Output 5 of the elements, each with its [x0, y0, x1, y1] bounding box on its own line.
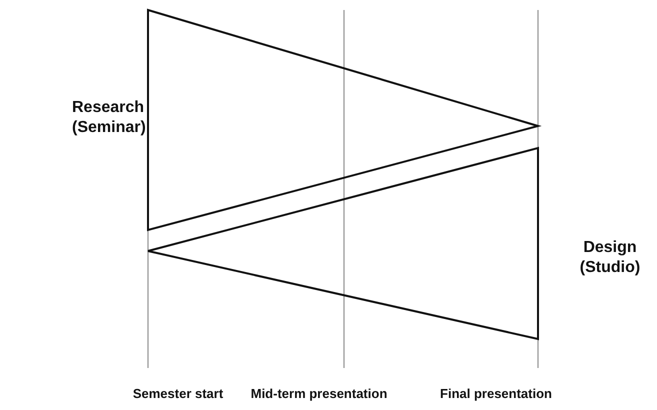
timeline-label: Semester start [132, 386, 224, 401]
timeline-label: Final presentation [440, 386, 552, 401]
section-label: Research (Seminar) [72, 98, 147, 138]
timeline-label: Mid-term presentation [250, 386, 388, 401]
section-label: Design (Studio) [578, 238, 642, 278]
